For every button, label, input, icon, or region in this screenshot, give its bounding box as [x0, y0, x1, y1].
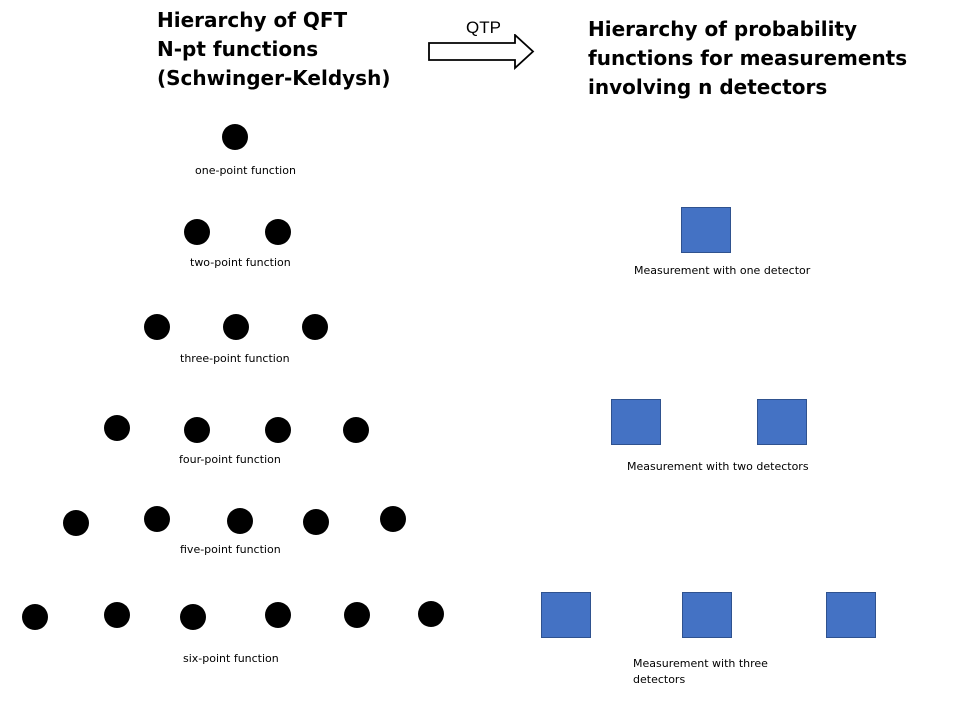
spacetime-point-4: [343, 417, 369, 443]
spacetime-point-3: [227, 508, 253, 534]
function-label: four-point function: [179, 453, 281, 466]
qft-title-line-3: (Schwinger-Keldysh): [157, 66, 391, 90]
spacetime-point-3: [302, 314, 328, 340]
spacetime-point-2: [144, 506, 170, 532]
spacetime-point-2: [104, 602, 130, 628]
spacetime-point-1: [104, 415, 130, 441]
spacetime-point-6: [418, 601, 444, 627]
detector-2: [682, 592, 732, 638]
measurement-label: Measurement with three detectors: [633, 657, 768, 686]
detector-1: [611, 399, 661, 445]
qft-hierarchy-title: Hierarchy of QFT N-pt functions (Schwing…: [157, 6, 390, 93]
measurement-label: Measurement with two detectors: [627, 460, 809, 473]
spacetime-point-2: [223, 314, 249, 340]
probability-hierarchy-title: Hierarchy of probability functions for m…: [588, 15, 907, 102]
spacetime-point-4: [303, 509, 329, 535]
spacetime-point-1: [184, 219, 210, 245]
spacetime-point-1: [222, 124, 248, 150]
function-label: three-point function: [180, 352, 290, 365]
spacetime-point-2: [265, 219, 291, 245]
prob-title-line-1: Hierarchy of probability: [588, 17, 858, 41]
measurement-label: Measurement with one detector: [634, 264, 811, 277]
detector-1: [681, 207, 731, 253]
detector-2: [757, 399, 807, 445]
function-label: six-point function: [183, 652, 279, 665]
spacetime-point-1: [22, 604, 48, 630]
prob-title-line-2: functions for measurements: [588, 46, 908, 70]
qtp-arrow-label: QTP: [466, 18, 501, 37]
detector-1: [541, 592, 591, 638]
function-label: two-point function: [190, 256, 291, 269]
spacetime-point-4: [265, 602, 291, 628]
qft-title-line-1: Hierarchy of QFT: [157, 8, 348, 32]
spacetime-point-1: [144, 314, 170, 340]
qft-title-line-2: N-pt functions: [157, 37, 319, 61]
function-label: one-point function: [195, 164, 296, 177]
function-label: five-point function: [180, 543, 281, 556]
right-arrow-icon: [428, 34, 535, 70]
prob-title-line-3: involving n detectors: [588, 75, 828, 99]
spacetime-point-5: [344, 602, 370, 628]
spacetime-point-3: [180, 604, 206, 630]
spacetime-point-5: [380, 506, 406, 532]
spacetime-point-1: [63, 510, 89, 536]
detector-3: [826, 592, 876, 638]
spacetime-point-3: [265, 417, 291, 443]
spacetime-point-2: [184, 417, 210, 443]
